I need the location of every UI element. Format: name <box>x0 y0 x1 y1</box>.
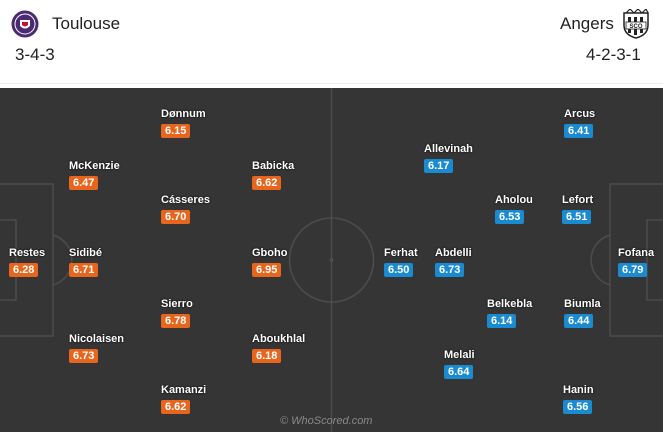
player-rating: 6.62 <box>252 176 282 190</box>
player-allevinah[interactable]: Allevinah 6.17 <box>424 143 514 174</box>
player-name: Cásseres <box>161 194 210 206</box>
player-biumla[interactable]: Biumla 6.44 <box>564 298 654 329</box>
match-header: Toulouse 3-4-3 SCO Angers 4-2-3-1 <box>0 0 663 88</box>
player-rating: 6.64 <box>444 365 474 379</box>
watermark: © WhoScored.com <box>280 415 373 427</box>
player-rating: 6.47 <box>69 176 99 190</box>
player-name: Arcus <box>564 108 596 120</box>
player-rating: 6.17 <box>424 159 454 173</box>
player-name: Belkebla <box>487 298 533 310</box>
player-name: Hanin <box>563 384 594 396</box>
player-rating: 6.14 <box>487 314 517 328</box>
toulouse-crest-icon <box>11 10 39 38</box>
angers-sco-crest-icon: SCO <box>623 9 649 39</box>
player-rating: 6.95 <box>252 263 282 277</box>
player-name: Lefort <box>562 194 594 206</box>
player-belkebla[interactable]: Belkebla 6.14 <box>487 298 577 329</box>
player-nicolaisen[interactable]: Nicolaisen 6.73 <box>69 333 159 364</box>
player-rating: 6.41 <box>564 124 594 138</box>
player-aboukhlal[interactable]: Aboukhlal 6.18 <box>252 333 342 364</box>
away-team-name[interactable]: Angers <box>560 14 614 33</box>
player-rating: 6.53 <box>495 210 525 224</box>
player-restes[interactable]: Restes 6.28 <box>9 247 99 278</box>
player-name: Fofana <box>618 247 655 259</box>
player-arcus[interactable]: Arcus 6.41 <box>564 108 654 139</box>
player-name: Dønnum <box>161 108 206 120</box>
player-rating: 6.15 <box>161 124 191 138</box>
header-divider <box>0 83 663 84</box>
player-gboho[interactable]: Gboho 6.95 <box>252 247 342 278</box>
player-name: Nicolaisen <box>69 333 125 345</box>
player-name: Melali <box>444 349 475 361</box>
player-rating: 6.79 <box>618 263 648 277</box>
player-name: Kamanzi <box>161 384 207 396</box>
player-sierro[interactable]: Sierro 6.78 <box>161 298 251 329</box>
player-rating: 6.44 <box>564 314 594 328</box>
pitch-markings <box>0 88 663 432</box>
player-name: Gboho <box>252 247 288 259</box>
pitch: Restes 6.28 McKenzie 6.47 Sidibé 6.71 Ni… <box>0 88 663 432</box>
player-name: Babicka <box>252 160 295 172</box>
player-rating: 6.62 <box>161 400 191 414</box>
player-rating: 6.78 <box>161 314 191 328</box>
player-fofana[interactable]: Fofana 6.79 <box>618 247 662 278</box>
player-name: Restes <box>9 247 46 259</box>
player-name: Sierro <box>161 298 193 310</box>
player-lefort[interactable]: Lefort 6.51 <box>562 194 652 225</box>
away-formation: 4-2-3-1 <box>586 45 641 64</box>
player-kamanzi[interactable]: Kamanzi 6.62 <box>161 384 251 415</box>
crest-label: SCO <box>629 24 642 30</box>
player-rating: 6.70 <box>161 210 191 224</box>
player-rating: 6.73 <box>435 263 465 277</box>
player-name: Ferhat <box>384 247 418 259</box>
player-rating: 6.71 <box>69 263 99 277</box>
player-name: Biumla <box>564 298 601 310</box>
player-sidibe[interactable]: Sidibé 6.71 <box>69 247 159 278</box>
home-formation: 3-4-3 <box>15 45 55 64</box>
player-rating: 6.51 <box>562 210 592 224</box>
player-name: Sidibé <box>69 247 103 259</box>
player-melali[interactable]: Melali 6.64 <box>444 349 534 380</box>
player-rating: 6.73 <box>69 349 99 363</box>
player-abdelli[interactable]: Abdelli 6.73 <box>435 247 525 278</box>
player-casseres[interactable]: Cásseres 6.70 <box>161 194 251 225</box>
player-rating: 6.28 <box>9 263 39 277</box>
player-name: Abdelli <box>435 247 472 259</box>
player-aholou[interactable]: Aholou 6.53 <box>495 194 585 225</box>
player-name: Aboukhlal <box>252 333 306 345</box>
home-team-name[interactable]: Toulouse <box>52 14 121 33</box>
player-ferhat[interactable]: Ferhat 6.50 <box>384 247 474 278</box>
player-rating: 6.56 <box>563 400 593 414</box>
player-rating: 6.18 <box>252 349 282 363</box>
player-donnum[interactable]: Dønnum 6.15 <box>161 108 251 139</box>
player-hanin[interactable]: Hanin 6.56 <box>563 384 653 415</box>
player-babicka[interactable]: Babicka 6.62 <box>252 160 342 191</box>
player-name: McKenzie <box>69 160 120 172</box>
player-rating: 6.50 <box>384 263 414 277</box>
player-mckenzie[interactable]: McKenzie 6.47 <box>69 160 159 191</box>
player-name: Aholou <box>495 194 533 206</box>
player-name: Allevinah <box>424 143 473 155</box>
